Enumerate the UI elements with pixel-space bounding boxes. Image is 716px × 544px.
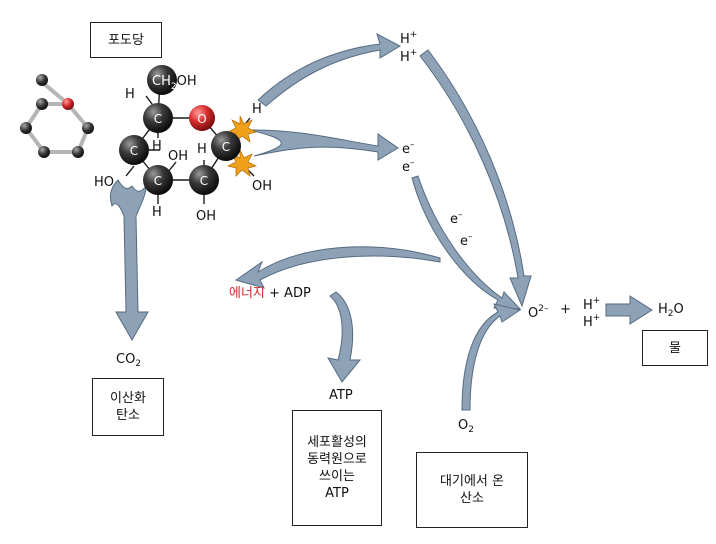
arrow-o2-to-oxide <box>461 303 522 411</box>
carbon-atom-5 <box>143 103 173 133</box>
glucose-box: 포도당 <box>90 22 162 58</box>
arrow-to-water <box>605 295 653 325</box>
h-label: H <box>125 87 135 102</box>
oxygen-description-box: 대기에서 온 산소 <box>416 452 528 528</box>
arrow-hplus-to-oxide <box>419 49 532 308</box>
electron-label: e– <box>402 158 415 175</box>
oh-label: OH <box>168 149 188 164</box>
water-box: 물 <box>642 330 708 366</box>
carbon-atom-3 <box>143 165 173 195</box>
oh-label: OH <box>196 209 216 224</box>
carbon-label: C <box>154 112 162 126</box>
arrow-adp-to-atp <box>327 291 362 383</box>
electron-label: e– <box>450 210 463 227</box>
h-label: H <box>152 205 162 220</box>
atp-description-box: 세포활성의 동력원으로 쓰이는 ATP <box>292 410 382 526</box>
carbon-label: C <box>154 174 162 188</box>
ho-label: HO <box>94 175 114 190</box>
carbon-atom-2 <box>189 165 219 195</box>
h2o-formula: H2O <box>658 302 684 319</box>
electron-label: e– <box>460 232 473 249</box>
hplus-label: H+ <box>583 296 601 313</box>
h-label: H <box>197 142 207 157</box>
carbon-label: C <box>222 140 230 154</box>
co2-name-box: 이산화 탄소 <box>92 378 164 436</box>
arrow-energy-release <box>234 246 441 289</box>
arrow-to-electrons <box>249 129 399 161</box>
oh-label: OH <box>252 179 272 194</box>
carbon-atom-4 <box>119 135 149 165</box>
h-label: H <box>152 139 162 154</box>
plus-sign: + <box>560 302 571 317</box>
carbon-label: C <box>130 144 138 158</box>
hplus-label: H+ <box>400 48 418 65</box>
ring-model-icon <box>20 74 94 158</box>
arrow-to-hplus <box>257 33 402 107</box>
atp-label: ATP <box>329 388 353 403</box>
oxygen-atom <box>189 105 215 131</box>
co2-formula: CO2 <box>116 352 142 369</box>
ch2oh-group: CH2OH <box>152 74 197 92</box>
h-label: H <box>252 102 262 117</box>
oxide-ion: O2– <box>528 304 549 321</box>
carbon-atom-1 <box>211 131 241 161</box>
carbon-label: C <box>200 174 208 188</box>
hplus-label: H+ <box>400 30 418 47</box>
arrow-to-co2 <box>109 179 149 342</box>
o2-formula: O2 <box>458 418 474 435</box>
oxygen-label: O <box>197 112 206 126</box>
energy-plus-adp: 에너지 + ADP <box>229 286 311 301</box>
carbon-atom-6 <box>147 65 177 95</box>
arrow-electrons-to-oxide <box>411 175 522 310</box>
hplus-label: H+ <box>583 313 601 330</box>
electron-label: e– <box>402 140 415 157</box>
